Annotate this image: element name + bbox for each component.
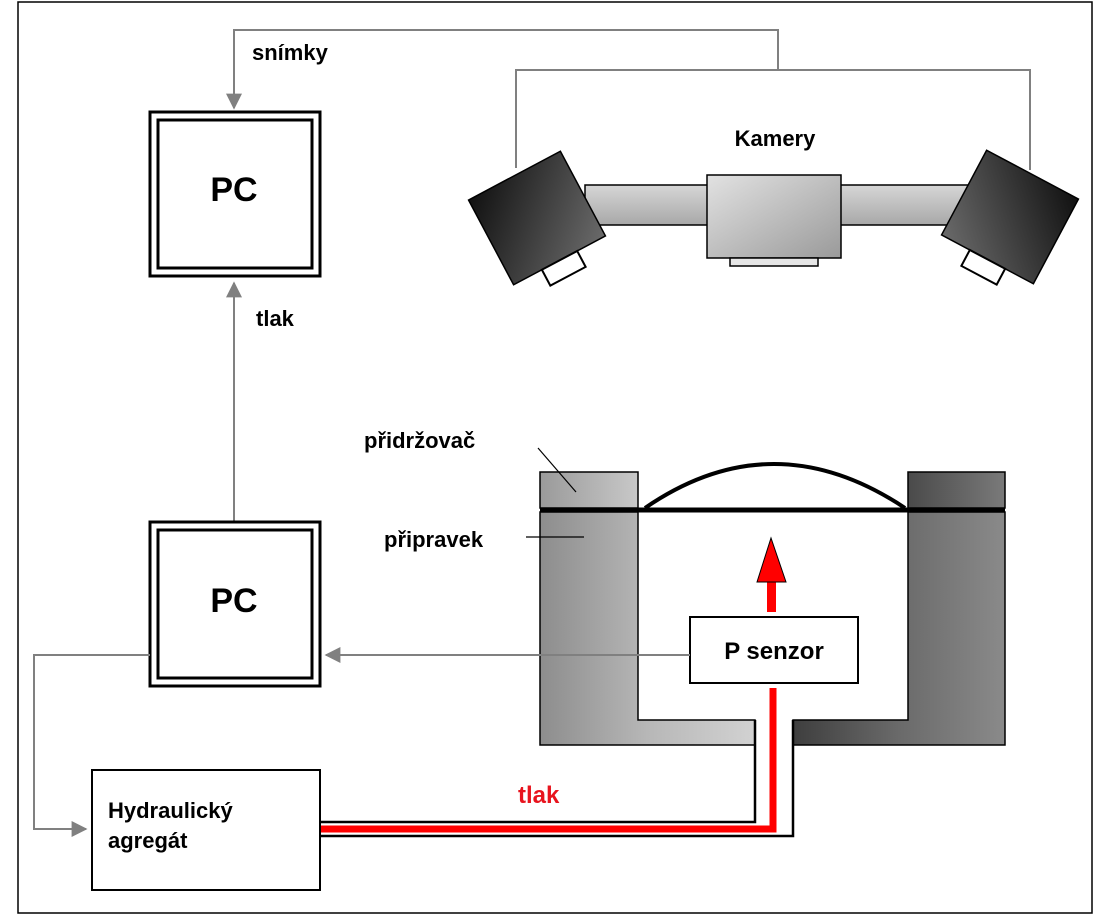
hydraulic-unit-box bbox=[91, 769, 321, 891]
tlak-pressure-label: tlak bbox=[518, 782, 560, 809]
fixture bbox=[539, 462, 1006, 746]
camera-center-mount bbox=[706, 174, 842, 259]
cameras-assembly bbox=[467, 149, 1080, 288]
p-senzor-box bbox=[689, 616, 859, 684]
pridrzovac-leader bbox=[537, 447, 577, 493]
holder-left bbox=[539, 471, 639, 509]
pc-to-hydraulic-line bbox=[33, 654, 150, 837]
holder-right bbox=[907, 471, 1006, 509]
hydraulic-label-line2: agregát bbox=[108, 828, 188, 853]
pressure-arrow-up bbox=[756, 536, 787, 612]
camera-center-foot bbox=[729, 257, 819, 267]
camera-left-icon bbox=[467, 150, 607, 288]
p-senzor-label: P senzor bbox=[724, 638, 824, 665]
pc-top-box bbox=[148, 110, 322, 278]
pc-bottom-box bbox=[148, 520, 322, 688]
kamery-label: Kamery bbox=[735, 126, 816, 151]
pc-top-label: PC bbox=[210, 171, 257, 209]
camera-connection-line bbox=[515, 69, 1031, 170]
pridrzovac-label: přidržovač bbox=[364, 428, 475, 453]
pripravek-label: připravek bbox=[384, 527, 484, 552]
diagram-border bbox=[17, 1, 1093, 914]
camera-signal-lines bbox=[226, 29, 1031, 170]
pc-bottom-label: PC bbox=[210, 582, 257, 620]
tlak-signal-label: tlak bbox=[256, 306, 295, 331]
camera-bar-right bbox=[837, 184, 969, 226]
camera-right-icon bbox=[940, 149, 1080, 287]
hydraulic-pipe bbox=[320, 688, 795, 838]
snimky-label: snímky bbox=[252, 40, 329, 65]
snimky-line bbox=[226, 29, 779, 110]
bulged-sheet bbox=[643, 462, 907, 510]
hydraulic-label-line1: Hydraulický bbox=[108, 798, 233, 823]
camera-bar-left bbox=[584, 184, 711, 226]
